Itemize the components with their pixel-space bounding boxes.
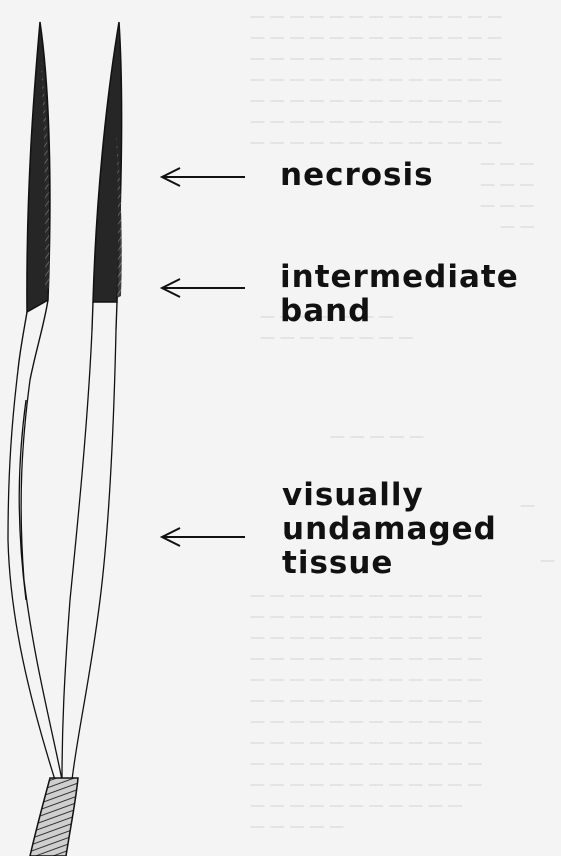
necrosis-label: necrosis: [280, 158, 434, 192]
arrow-left-icon: [162, 279, 245, 297]
left-leaf-intermediate-band: [18, 300, 48, 380]
right-leaf-undamaged-tissue: [62, 330, 116, 780]
left-leaf-undamaged-tissue: [8, 370, 62, 780]
visually-undamaged-label-line-2: undamaged: [282, 512, 497, 546]
necrosis-label-text: necrosis: [280, 158, 434, 192]
arrow-left-icon: [162, 528, 245, 546]
leaf-base-sheath: [30, 778, 78, 856]
visually-undamaged-tissue-label: visually undamaged tissue: [282, 478, 497, 580]
visually-undamaged-label-line-1: visually: [282, 478, 497, 512]
arrow-left-icon: [162, 168, 245, 186]
intermediate-band-label-line-1: intermediate: [280, 260, 519, 294]
visually-undamaged-label-line-3: tissue: [282, 546, 497, 580]
right-leaf-intermediate-band: [92, 302, 117, 330]
intermediate-band-label-line-2: band: [280, 294, 519, 328]
intermediate-band-label: intermediate band: [280, 260, 519, 328]
